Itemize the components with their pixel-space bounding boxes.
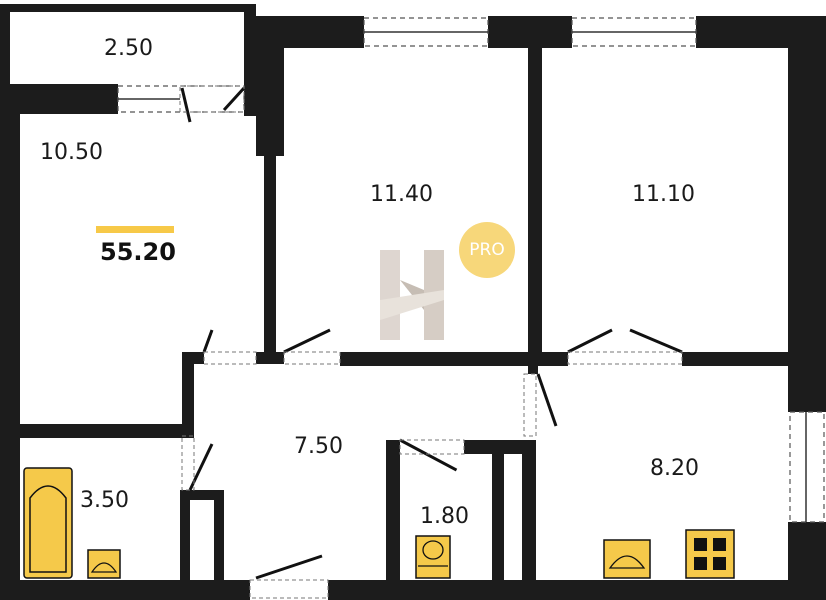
stove-burner-2 (713, 538, 726, 551)
wall-room3-top-1 (528, 352, 568, 366)
kitchen-sink-bowl (608, 555, 646, 569)
door-bath-opening (181, 435, 195, 491)
wall-bath-pillar-2 (214, 490, 224, 600)
toilet-icon (415, 535, 451, 579)
wall-hall-top-1 (182, 352, 204, 364)
outer-wall-top-2 (488, 16, 572, 48)
stove-icon (685, 529, 735, 579)
wall-room1-room2 (528, 48, 542, 364)
area-label-balcony: 2.50 (104, 36, 153, 61)
door-toilet-leaf (399, 438, 458, 472)
door-room2-leaf-1 (567, 328, 613, 354)
total-area: 55.20 (100, 238, 176, 266)
window-lines (118, 31, 807, 522)
door-room2-opening (567, 351, 683, 365)
wall-hall-top-2 (256, 352, 284, 364)
door-arcs (179, 85, 683, 599)
wall-room3-top-2 (682, 352, 826, 366)
area-label-kitchen: 10.50 (40, 140, 103, 165)
area-label-toilet: 1.80 (420, 504, 469, 529)
wall-hall-left (182, 352, 194, 436)
door-kitchen-opening (203, 351, 257, 365)
stove-burner-3 (694, 557, 707, 570)
bath-sink-bowl (90, 562, 118, 573)
area-label-room-3: 8.20 (650, 456, 699, 481)
walls (0, 4, 826, 600)
watermark-logo-left (380, 250, 400, 340)
doors (180, 86, 683, 580)
outer-wall-right-1 (788, 16, 826, 412)
area-label-room-2: 11.10 (632, 182, 695, 207)
balcony-wall-left (0, 4, 10, 84)
kitchen-sink-icon (603, 539, 651, 579)
fixtures (23, 467, 735, 579)
wall-bath-pillar-1 (180, 490, 190, 600)
door-room1-leaf (283, 328, 331, 354)
outer-wall-bottom-1 (0, 580, 250, 600)
door-entrance-opening (249, 579, 329, 599)
wall-kitchen-bottom (20, 424, 194, 438)
door-balcony-leaf-2 (222, 86, 246, 112)
outer-wall-left (0, 84, 20, 600)
wall-kitchen-room1 (264, 110, 276, 364)
area-label-room-1: 11.40 (370, 182, 433, 207)
door-balcony-opening (179, 85, 245, 113)
door-kitchen-leaf (202, 329, 214, 353)
door-room1-opening (283, 351, 341, 365)
wall-bath-right (180, 490, 224, 500)
door-entrance-leaf (255, 554, 323, 580)
bathtub-basin (29, 485, 67, 573)
window-room3 (789, 411, 825, 523)
wall-toilet-right (492, 440, 504, 600)
watermark-logo-diag (380, 290, 444, 320)
bath-sink-icon (87, 549, 121, 579)
door-toilet-opening (399, 439, 465, 455)
outer-wall-bottom-2 (328, 580, 826, 600)
door-room2-leaf-2 (629, 328, 683, 354)
door-room3-opening (523, 373, 537, 437)
stove-burner-1 (694, 538, 707, 551)
toilet-bowl (422, 540, 444, 560)
outer-wall-right-2 (788, 522, 826, 600)
stove-burner-4 (713, 557, 726, 570)
pro-badge: PRO (459, 222, 515, 278)
door-bath-leaf (188, 443, 214, 491)
door-room3-leaf (536, 373, 558, 427)
area-label-bathroom: 3.50 (80, 488, 129, 513)
total-area-accent-bar (96, 226, 174, 233)
watermark-logo (380, 250, 444, 340)
wall-room3-left (522, 440, 536, 600)
wall-room3-left-upper (528, 366, 538, 374)
area-label-hall: 7.50 (294, 434, 343, 459)
wall-toilet-left (386, 440, 400, 600)
door-balcony-leaf (180, 87, 192, 123)
bathtub-icon (23, 467, 73, 579)
balcony-wall-top (0, 4, 246, 12)
wall-hall-top-3 (340, 352, 542, 366)
